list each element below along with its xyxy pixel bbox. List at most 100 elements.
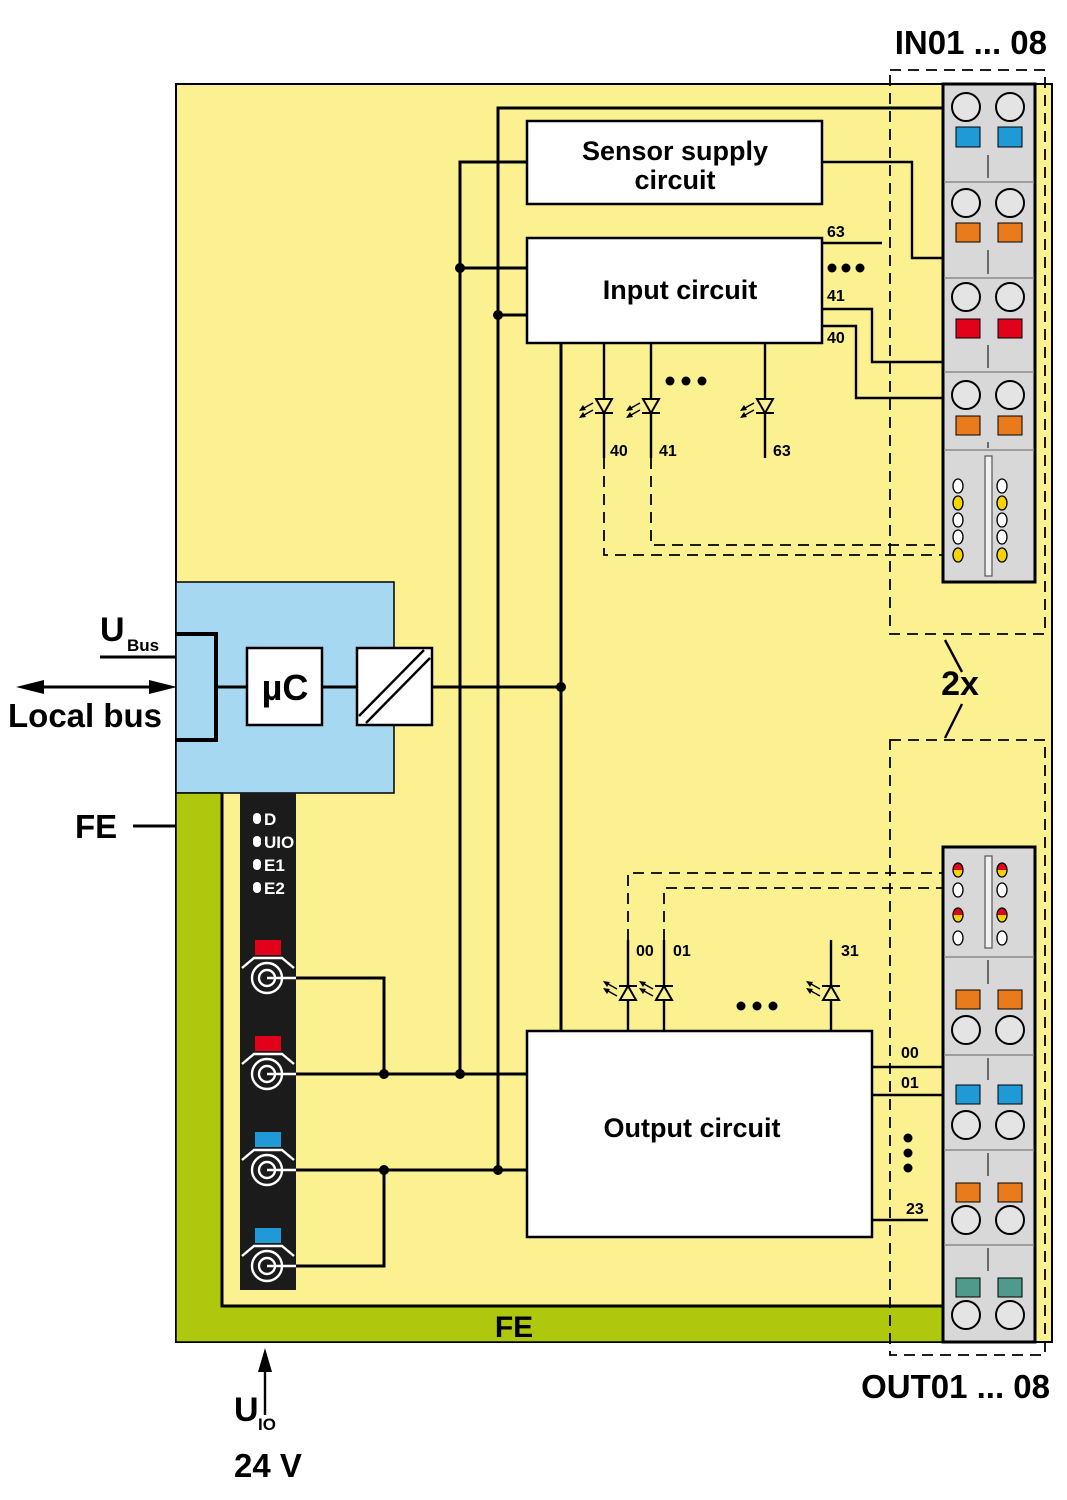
terminal-housing bbox=[241, 1148, 295, 1161]
output-led-label: 00 bbox=[636, 943, 654, 960]
terminal-cap-blue bbox=[997, 1084, 1023, 1105]
ellipsis-dot bbox=[768, 1001, 778, 1011]
led-link-dashed bbox=[603, 458, 951, 556]
terminal-cap-blue bbox=[955, 1084, 981, 1105]
output-circuit-label: Output circuit bbox=[604, 1113, 781, 1143]
status-led bbox=[996, 529, 1008, 545]
fe-label-bottom: FE bbox=[495, 1311, 533, 1344]
terminal-housing bbox=[241, 1052, 295, 1065]
ellipsis-dot bbox=[827, 263, 837, 273]
status-led-e1 bbox=[253, 859, 261, 870]
terminal-clamp bbox=[995, 1110, 1025, 1140]
terminal-cap-blue bbox=[255, 1132, 281, 1147]
led-link-dashed bbox=[650, 458, 997, 554]
terminal-cap-blue bbox=[997, 126, 1023, 148]
status-led-label: E2 bbox=[264, 879, 285, 898]
in-connector-label: IN01 ... 08 bbox=[895, 24, 1047, 61]
output-led-label: 01 bbox=[673, 943, 691, 960]
terminal-clamp bbox=[995, 380, 1025, 410]
multiplier-leader-top bbox=[943, 639, 964, 673]
arrow-up-icon bbox=[258, 1348, 272, 1372]
led-slot bbox=[984, 855, 993, 949]
status-led-label: D bbox=[264, 810, 276, 829]
status-led bbox=[952, 862, 964, 878]
status-led bbox=[952, 882, 964, 898]
status-led-uio bbox=[253, 836, 261, 847]
microcontroller-box bbox=[245, 646, 324, 727]
terminal-clamp bbox=[995, 282, 1025, 312]
terminal-cap-orange bbox=[955, 222, 981, 243]
status-led bbox=[996, 547, 1008, 563]
ellipsis-dot bbox=[752, 1001, 762, 1011]
input-led-label: 63 bbox=[773, 443, 791, 460]
ellipsis-dot bbox=[903, 1133, 913, 1143]
led-link-dashed bbox=[627, 872, 951, 940]
fe-ground-rail-edge bbox=[220, 793, 943, 1308]
microcontroller-label: µC bbox=[262, 667, 309, 708]
sensor-supply-label-1: Sensor supply bbox=[582, 136, 768, 166]
supply-terminal bbox=[241, 1228, 296, 1283]
status-led-label: UIO bbox=[264, 833, 294, 852]
junction-dot bbox=[455, 263, 465, 273]
terminal-cap-orange bbox=[997, 222, 1023, 243]
fe-label-left: FE bbox=[75, 808, 117, 845]
supply-terminal bbox=[241, 1036, 296, 1091]
input-pin-label: 40 bbox=[827, 330, 845, 347]
wire-supply-rail bbox=[458, 160, 527, 1074]
io-voltage-subscript: IO bbox=[258, 1415, 276, 1434]
sensor-supply-box bbox=[525, 119, 824, 206]
ellipsis-dot bbox=[736, 1001, 746, 1011]
ellipsis-dot bbox=[903, 1163, 913, 1173]
terminal-clamp bbox=[951, 380, 981, 410]
terminal-cap-blue bbox=[955, 126, 981, 148]
terminal-clamp bbox=[951, 188, 981, 218]
output-pin-label: 23 bbox=[906, 1201, 924, 1218]
status-led bbox=[996, 862, 1008, 878]
terminal-cap-red bbox=[955, 318, 981, 339]
status-led bbox=[996, 478, 1008, 494]
output-led-label: 31 bbox=[841, 943, 859, 960]
junction-dot bbox=[493, 1165, 503, 1175]
arrow-left-icon bbox=[16, 680, 44, 694]
terminal-clamp bbox=[951, 1015, 981, 1045]
in-connector bbox=[941, 82, 1037, 584]
terminal-cap-orange bbox=[955, 1182, 981, 1203]
ellipsis-dot bbox=[681, 376, 691, 386]
bus-voltage-symbol: U bbox=[100, 611, 125, 649]
ellipsis-dot bbox=[665, 376, 675, 386]
status-led bbox=[996, 930, 1008, 946]
status-led bbox=[996, 495, 1008, 511]
ellipsis-dot bbox=[903, 1148, 913, 1158]
io-voltage-value: 24 V bbox=[234, 1447, 302, 1484]
sensor-supply-label-2: circuit bbox=[634, 165, 715, 195]
terminal-cap-teal bbox=[955, 1277, 981, 1298]
converter-diagonal bbox=[365, 657, 431, 724]
status-led bbox=[952, 930, 964, 946]
out-connector-label: OUT01 ... 08 bbox=[861, 1368, 1050, 1405]
terminal-cap-red bbox=[255, 940, 281, 955]
ellipsis-dot bbox=[697, 376, 707, 386]
status-led bbox=[952, 529, 964, 545]
output-circuit-box bbox=[525, 1029, 874, 1239]
output-pin-label: 01 bbox=[901, 1075, 919, 1092]
status-led bbox=[952, 478, 964, 494]
status-led bbox=[952, 907, 964, 923]
wire-top-rail bbox=[496, 106, 1010, 1170]
multiplier-label: 2x bbox=[941, 665, 979, 703]
terminal-clamp bbox=[951, 1205, 981, 1235]
terminal-cap-red bbox=[255, 1036, 281, 1051]
converter-diagonal bbox=[358, 649, 425, 717]
ellipsis-dot bbox=[841, 263, 851, 273]
input-led-label: 40 bbox=[610, 443, 628, 460]
terminal-clamp bbox=[995, 1205, 1025, 1235]
terminal-cap-blue bbox=[255, 1228, 281, 1243]
input-circuit-label: Input circuit bbox=[603, 275, 758, 305]
terminal-cap-orange bbox=[997, 989, 1023, 1010]
bus-voltage-subscript: Bus bbox=[127, 636, 159, 655]
status-led bbox=[952, 512, 964, 528]
out-connector-outline bbox=[889, 739, 1046, 1356]
wire-input-40 bbox=[822, 324, 952, 400]
status-led bbox=[996, 907, 1008, 923]
in-connector-outline bbox=[889, 69, 1046, 635]
